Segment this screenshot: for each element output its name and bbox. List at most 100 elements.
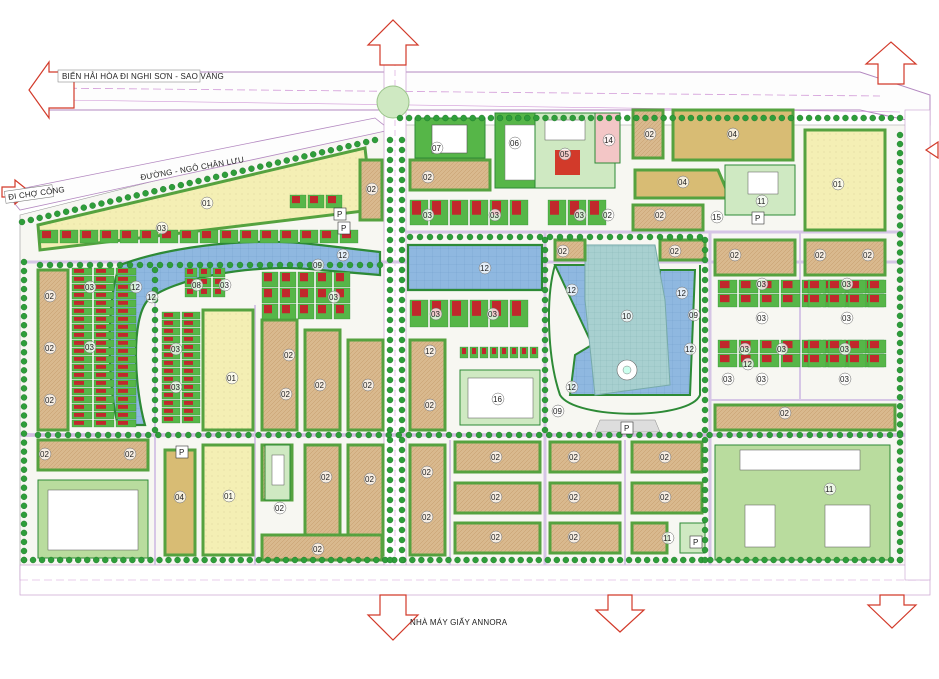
tree: [155, 431, 162, 439]
tree: [215, 431, 222, 439]
tree: [896, 348, 904, 356]
tree: [56, 261, 64, 269]
tree: [89, 202, 96, 209]
zone-code-label: 03: [575, 211, 584, 220]
villa-house: [118, 269, 128, 273]
tree: [20, 267, 28, 275]
zone-code-marker: [823, 482, 837, 496]
villa-house: [164, 345, 173, 349]
tree: [463, 556, 470, 564]
tree: [398, 316, 406, 324]
tree: [533, 114, 540, 122]
zone-code-label: 02: [365, 475, 374, 484]
zone-code-label: 02: [655, 211, 664, 220]
tree: [255, 556, 263, 564]
tree: [495, 431, 503, 439]
tree: [398, 456, 406, 464]
tree: [20, 538, 28, 546]
zone-code-label: 09: [553, 407, 562, 416]
tree: [701, 366, 709, 374]
tree: [192, 556, 199, 564]
tree: [451, 114, 458, 122]
tree: [386, 386, 394, 394]
zone-code-label: 03: [777, 345, 786, 354]
tree: [151, 376, 159, 384]
tree: [542, 114, 549, 122]
tree: [701, 336, 709, 344]
villa-house: [118, 413, 128, 417]
villa-house: [74, 317, 84, 321]
zone-code-label: 03: [157, 224, 166, 233]
tree: [626, 233, 634, 241]
tree: [318, 149, 326, 156]
villa-house: [720, 355, 730, 363]
villa-house: [164, 329, 173, 333]
tree: [386, 396, 394, 404]
tree: [701, 346, 709, 354]
tree: [409, 556, 416, 564]
villa-house: [74, 373, 84, 377]
villa-house: [187, 279, 193, 284]
tree: [84, 431, 92, 439]
tree: [733, 114, 740, 122]
zone-code-marker: [222, 489, 236, 503]
zone-code-marker: [601, 208, 615, 222]
villa-house: [322, 231, 331, 239]
tree: [651, 114, 658, 122]
villa-house: [342, 231, 351, 239]
tree: [151, 316, 159, 324]
tree: [386, 266, 394, 274]
tree: [274, 159, 282, 166]
tree: [586, 233, 594, 241]
villa-house: [512, 348, 516, 355]
tree: [896, 421, 904, 428]
tree: [896, 484, 904, 491]
villa-house: [122, 231, 131, 239]
tree: [355, 431, 362, 439]
tree: [415, 431, 423, 439]
tree: [336, 556, 344, 564]
tree: [305, 431, 312, 439]
tree: [398, 166, 406, 174]
tree: [797, 556, 804, 564]
tree: [788, 556, 795, 564]
tree: [248, 165, 255, 172]
tree: [356, 261, 364, 269]
tree: [291, 556, 299, 564]
zone-code-label: 12: [743, 360, 752, 369]
tree: [706, 431, 713, 439]
tree: [206, 261, 214, 269]
road-label-bottom: NHÀ MÁY GIẤY ANNORA: [410, 617, 508, 627]
tree: [386, 486, 394, 494]
zone-code-label: 12: [677, 289, 686, 298]
tree: [386, 146, 394, 154]
tree: [576, 431, 583, 439]
villa-house: [74, 357, 84, 361]
tree: [398, 386, 406, 394]
tree: [398, 476, 406, 484]
villa-house: [184, 313, 193, 317]
tree: [326, 261, 334, 269]
tree: [345, 556, 353, 564]
tree: [416, 233, 424, 241]
zone-code-marker: [423, 344, 437, 358]
zone-code-label: 02: [780, 409, 789, 418]
tree: [398, 196, 406, 204]
tree: [129, 556, 136, 564]
villa-house: [118, 301, 128, 305]
villa-house: [336, 289, 344, 298]
zone-code-marker: [755, 194, 769, 208]
tree: [826, 431, 834, 439]
villa-house: [96, 373, 106, 377]
tree: [336, 144, 343, 152]
arrow-up-right-icon: [864, 41, 918, 85]
tree: [756, 431, 763, 439]
tree: [20, 412, 28, 419]
zone-code-label: 02: [730, 251, 739, 260]
tree: [20, 385, 28, 392]
tree: [398, 436, 406, 444]
tree: [616, 233, 624, 241]
tree: [114, 431, 122, 439]
tree: [596, 233, 604, 241]
tree: [445, 556, 452, 564]
